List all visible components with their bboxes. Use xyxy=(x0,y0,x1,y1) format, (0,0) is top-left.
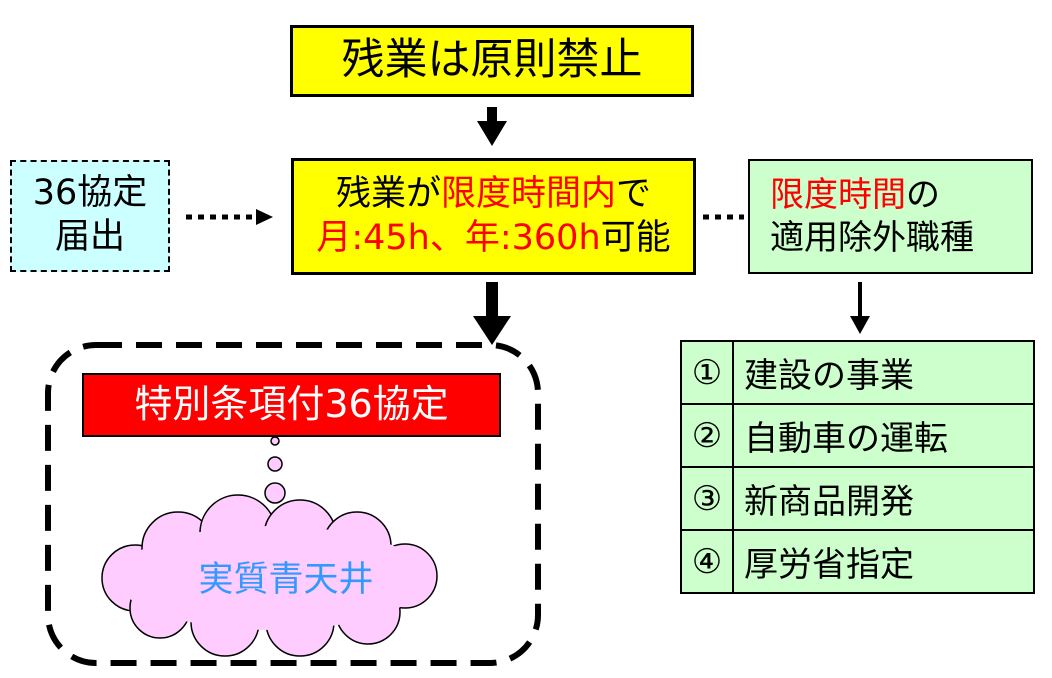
exempt-occupations-list: ① 建設の事業 ② 自動車の運転 ③ 新商品開発 ④ 厚労省指定 xyxy=(680,340,1035,594)
arrow-down-center-to-special xyxy=(473,282,511,345)
title-label: 残業は原則禁止 xyxy=(341,35,643,86)
arrow-down-title-to-center xyxy=(477,107,507,146)
exempt-line2: 適用除外職種 xyxy=(770,217,974,258)
special-clause-frame xyxy=(45,342,541,666)
list-item-number: ① xyxy=(680,340,734,405)
exempt-line1-suffix: の xyxy=(906,175,940,215)
list-item: ① 建設の事業 xyxy=(680,340,1035,405)
list-item: ③ 新商品開発 xyxy=(680,466,1035,531)
special-clause-text: 特別条項付36協定 xyxy=(134,382,449,427)
exempt-line1-highlight: 限度時間 xyxy=(770,175,906,215)
exempt-occupations-box: 限度時間の 適用除外職種 xyxy=(748,159,1033,274)
exempt-line1: 限度時間の xyxy=(770,174,940,217)
list-item: ④ 厚労省指定 xyxy=(680,529,1035,594)
agreement-filing-box: 36協定 届出 xyxy=(10,160,170,272)
list-item-number: ③ xyxy=(680,466,734,531)
list-item-label: 新商品開発 xyxy=(732,466,1035,531)
arrow-down-exempt-to-list xyxy=(850,282,870,334)
line2-suffix: 可能 xyxy=(600,217,671,258)
thought-bubble-large xyxy=(264,482,286,504)
special-clause-agreement-label: 特別条項付36協定 xyxy=(82,373,501,437)
line1-highlight: 限度時間内 xyxy=(440,173,616,214)
thought-bubble-medium xyxy=(267,456,283,472)
dotted-arrow-agreement-to-center xyxy=(186,209,273,225)
list-item-label: 建設の事業 xyxy=(732,340,1035,405)
overtime-prohibited-title: 残業は原則禁止 xyxy=(290,25,694,97)
overtime-limit-line2: 月:45h、年:360h可能 xyxy=(316,217,670,261)
list-item-label: 厚労省指定 xyxy=(732,529,1035,594)
list-item: ② 自動車の運転 xyxy=(680,403,1035,468)
overtime-limit-box: 残業が限度時間内で 月:45h、年:360h可能 xyxy=(291,158,696,275)
line1-prefix: 残業が xyxy=(335,173,441,214)
list-item-label: 自動車の運転 xyxy=(732,403,1035,468)
agreement-line2: 届出 xyxy=(54,217,125,257)
thought-bubble-small xyxy=(270,436,280,446)
cloud-label: 実質青天井 xyxy=(198,560,374,600)
list-item-number: ④ xyxy=(680,529,734,594)
line2-highlight: 月:45h、年:360h xyxy=(316,217,601,258)
list-item-number: ② xyxy=(680,403,734,468)
overtime-limit-line1: 残業が限度時間内で xyxy=(336,173,651,217)
agreement-line1: 36協定 xyxy=(32,173,148,214)
line1-suffix: で xyxy=(616,173,652,214)
